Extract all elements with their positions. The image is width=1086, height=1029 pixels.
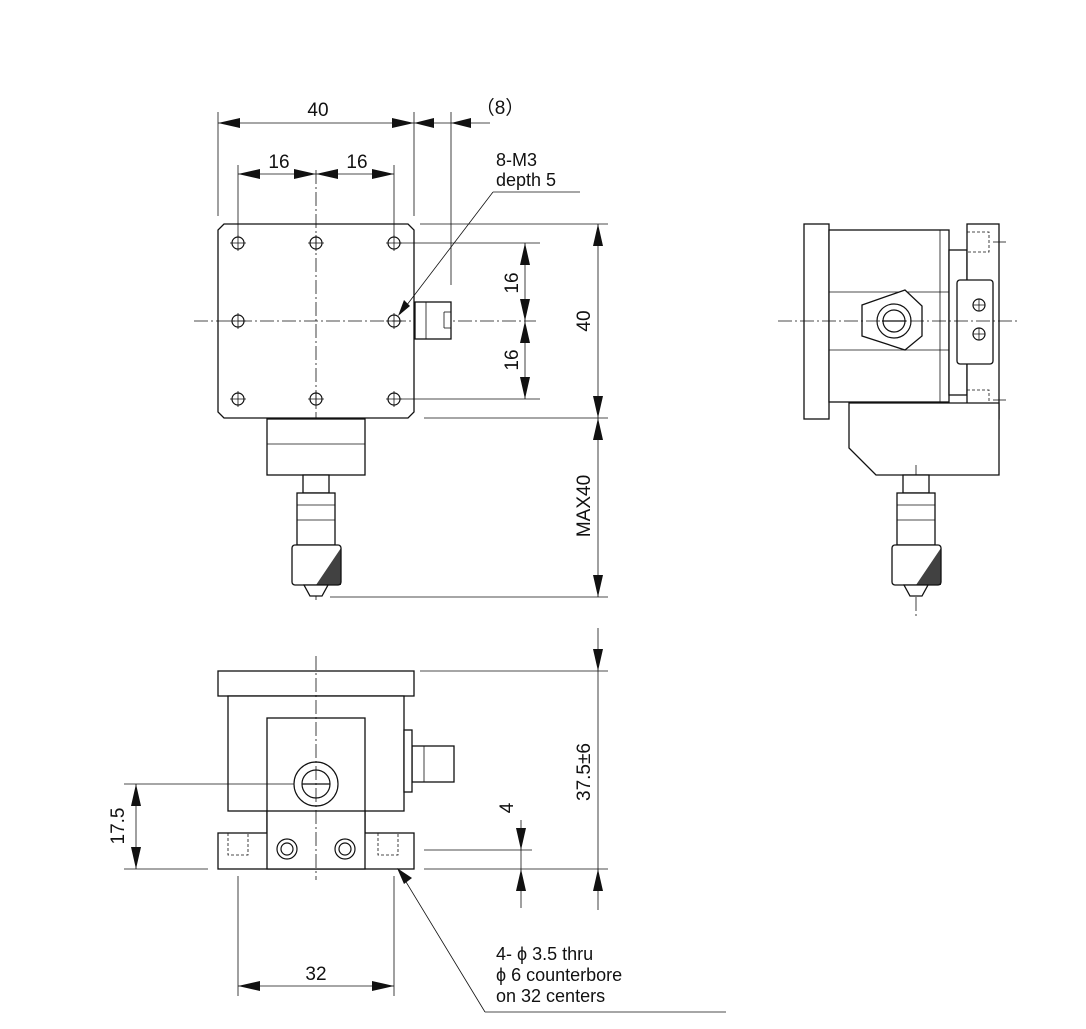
- dim-max-travel: MAX40: [574, 475, 595, 537]
- note-tapped-depth: depth 5: [496, 170, 556, 190]
- dim-base-thickness: 4: [497, 802, 518, 813]
- front-view: 37.5±6 4 17.5 32 4- ϕ 3.5 thru ϕ 6 count…: [108, 628, 726, 1013]
- top-micrometer-housing: [266, 418, 366, 476]
- side-top-plate: [803, 223, 830, 420]
- note-counterbore-3: on 32 centers: [496, 986, 605, 1006]
- side-view: [778, 223, 1020, 618]
- top-view: 40 （8） 16 16 8-M3 depth 5 16 16: [194, 97, 608, 600]
- dim-height-side: 40: [574, 310, 595, 331]
- dim-vert-pitch-upper: 16: [502, 272, 523, 293]
- dim-top-width: 40: [307, 100, 328, 121]
- dim-vert-pitch-lower: 16: [502, 349, 523, 370]
- note-counterbore-1: 4- ϕ 3.5 thru: [496, 944, 593, 964]
- note-tapped-holes: 8-M3: [496, 150, 537, 170]
- top-lock-screw: [414, 301, 452, 340]
- side-micrometer: [891, 474, 942, 597]
- dim-total-height: 37.5±6: [574, 743, 595, 801]
- dim-mount-pitch: 32: [305, 964, 326, 985]
- dim-offset: （8）: [476, 97, 525, 119]
- side-lock-lever: [861, 289, 923, 351]
- front-lock-screw: [411, 745, 455, 783]
- side-micrometer-housing: [848, 402, 1000, 476]
- dim-hole-pitch-left: 16: [268, 152, 289, 173]
- note-counterbore-2: ϕ 6 counterbore: [496, 965, 622, 985]
- dim-base-height: 17.5: [108, 808, 129, 845]
- dim-hole-pitch-right: 16: [346, 152, 367, 173]
- top-micrometer: [291, 474, 342, 597]
